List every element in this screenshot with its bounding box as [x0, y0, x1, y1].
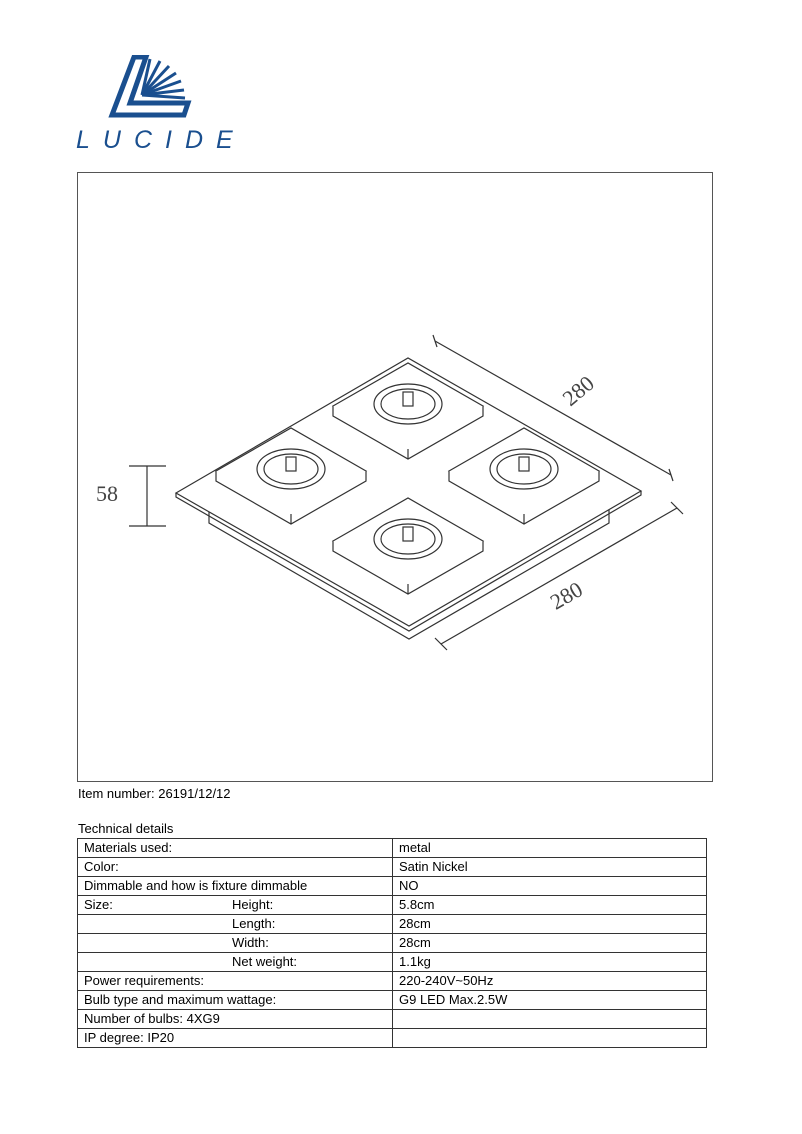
dim-height-label: 58: [96, 481, 118, 506]
row-label-cell: Power requirements:: [77, 971, 393, 991]
technical-drawing: 58 280 280: [77, 172, 713, 782]
row-value: 28cm: [392, 933, 707, 953]
row-label-cell: Width:: [77, 933, 393, 953]
item-number: Item number: 26191/12/12: [78, 786, 231, 801]
row-label-cell: Size: Height:: [77, 895, 393, 915]
row-label-cell: Color:: [77, 857, 393, 877]
table-row: Dimmable and how is fixture dimmable NO: [77, 876, 707, 896]
row-label: Size:: [84, 897, 113, 912]
row-value: G9 LED Max.2.5W: [392, 990, 707, 1010]
row-label: IP degree: IP20: [84, 1030, 175, 1045]
row-label-cell: Dimmable and how is fixture dimmable: [77, 876, 393, 896]
table-row: Materials used: metal: [77, 838, 707, 858]
row-value: [392, 1028, 707, 1048]
row-label-cell: Bulb type and maximum wattage:: [77, 990, 393, 1010]
row-label-cell: Materials used:: [77, 838, 393, 858]
logo-text: LUCIDE: [76, 126, 246, 154]
row-value: 5.8cm: [392, 895, 707, 915]
lamp-square: [447, 427, 601, 525]
row-sublabel: Width:: [232, 935, 269, 950]
lamp-square: [331, 497, 485, 595]
row-label-cell: Length:: [77, 914, 393, 934]
table-row: Size: Height: 5.8cm: [77, 895, 707, 915]
row-sublabel: Net weight:: [232, 954, 298, 969]
row-value: [392, 1009, 707, 1029]
row-label: Color:: [84, 859, 119, 874]
row-label-cell: Net weight:: [77, 952, 393, 972]
row-value: NO: [392, 876, 707, 896]
row-value: Satin Nickel: [392, 857, 707, 877]
row-label: Materials used:: [84, 840, 173, 855]
lamp-square: [331, 362, 485, 460]
row-label-cell: Number of bulbs: 4XG9: [77, 1009, 393, 1029]
table-row: Number of bulbs: 4XG9: [77, 1009, 707, 1029]
item-number-value: 26191/12/12: [158, 786, 231, 801]
row-value: 1.1kg: [392, 952, 707, 972]
lucide-logo-icon: [108, 55, 192, 118]
row-sublabel: Height:: [232, 897, 274, 912]
row-label: Number of bulbs: 4XG9: [84, 1011, 220, 1026]
table-row: Color: Satin Nickel: [77, 857, 707, 877]
row-value: 28cm: [392, 914, 707, 934]
row-label: Bulb type and maximum wattage:: [84, 992, 277, 1007]
table-row: Bulb type and maximum wattage: G9 LED Max…: [77, 990, 707, 1010]
item-number-label: Item number:: [78, 786, 155, 801]
table-row: IP degree: IP20: [77, 1028, 707, 1048]
row-value: 220-240V~50Hz: [392, 971, 707, 991]
table-row: Length: 28cm: [77, 914, 707, 934]
technical-details-title: Technical details: [78, 821, 174, 836]
row-label-cell: IP degree: IP20: [77, 1028, 393, 1048]
table-row: Net weight: 1.1kg: [77, 952, 707, 972]
row-label: Power requirements:: [84, 973, 204, 988]
row-sublabel: Length:: [232, 916, 276, 931]
row-value: metal: [392, 838, 707, 858]
lamp-square: [214, 427, 368, 525]
row-label: Dimmable and how is fixture dimmable: [84, 878, 308, 893]
table-row: Power requirements: 220-240V~50Hz: [77, 971, 707, 991]
fixture-drawing: [129, 334, 684, 651]
table-row: Width: 28cm: [77, 933, 707, 953]
